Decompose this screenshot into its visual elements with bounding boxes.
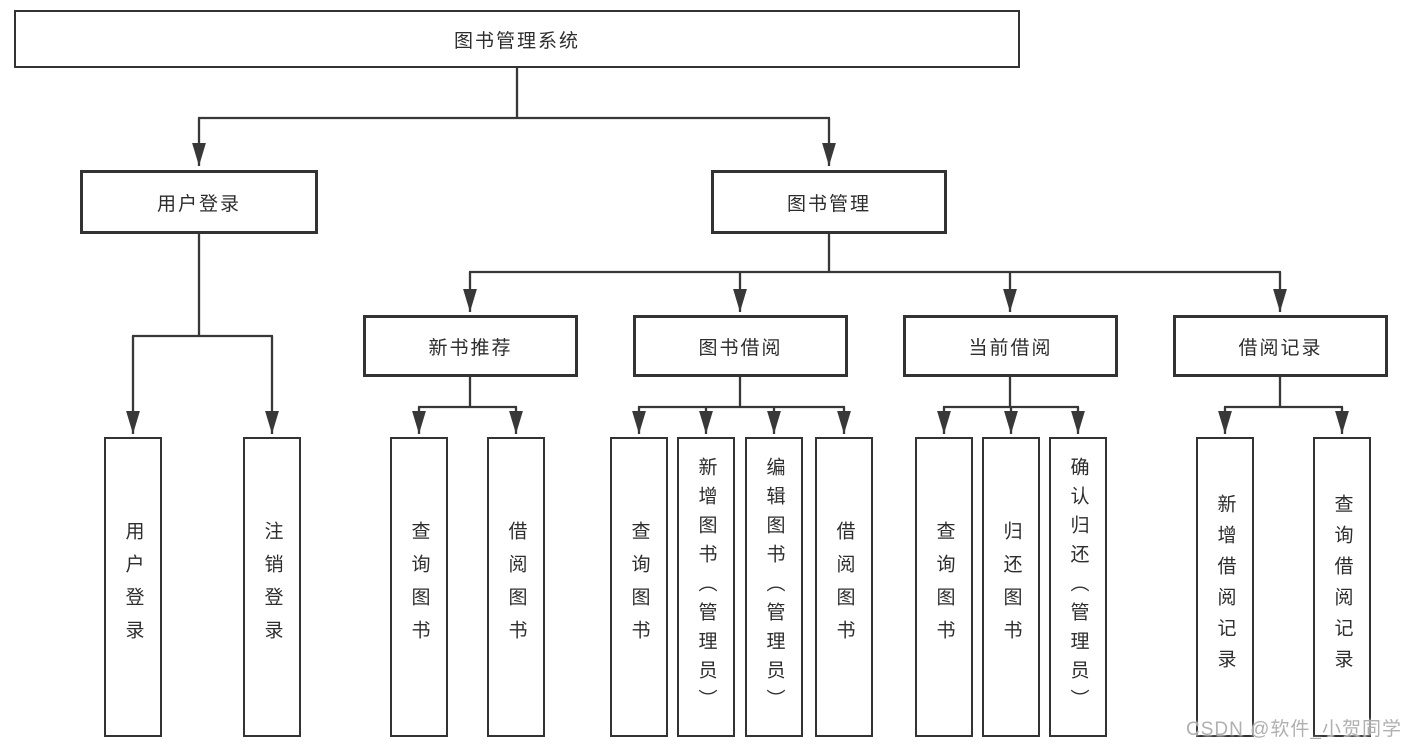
node-label: 确认归还（管理员）	[1067, 456, 1089, 718]
node-borrow-records: 借阅记录	[1173, 315, 1388, 377]
node-label: 编辑图书（管理员）	[763, 456, 785, 718]
node-book-management: 图书管理	[711, 170, 947, 234]
node-label: 借阅记录	[1238, 337, 1323, 359]
leaf-logout: 注销登录	[243, 437, 301, 737]
node-label: 查询图书	[933, 521, 955, 653]
leaf-add-borrow-record: 新增借阅记录	[1196, 437, 1254, 737]
watermark: CSDN @软件_小贺同学	[1186, 719, 1402, 740]
node-label: 查询借阅记录	[1331, 494, 1353, 680]
node-label: 借阅图书	[833, 521, 855, 653]
node-label: 新增借阅记录	[1214, 494, 1236, 680]
node-label: 图书借阅	[698, 337, 783, 359]
node-label: 归还图书	[1000, 521, 1022, 653]
leaf-return-books: 归还图书	[982, 437, 1040, 737]
leaf-user-login: 用户登录	[104, 437, 162, 737]
leaf-query-books: 查询图书	[390, 437, 448, 737]
leaf-confirm-return-admin: 确认归还（管理员）	[1049, 437, 1107, 737]
node-label: 图书管理系统	[453, 30, 580, 52]
node-label: 用户登录	[122, 521, 144, 653]
node-library-management-system: 图书管理系统	[14, 10, 1020, 68]
leaf-borrow-books: 借阅图书	[487, 437, 545, 737]
node-label: 当前借阅	[968, 337, 1053, 359]
node-label: 图书管理	[786, 193, 871, 215]
node-label: 新增图书（管理员）	[695, 456, 717, 718]
node-book-borrow: 图书借阅	[633, 315, 848, 377]
node-user-login: 用户登录	[80, 170, 318, 234]
leaf-query-borrow-record: 查询借阅记录	[1313, 437, 1371, 737]
node-current-borrow: 当前借阅	[903, 315, 1118, 377]
leaf-add-books-admin: 新增图书（管理员）	[677, 437, 735, 737]
leaf-edit-books-admin: 编辑图书（管理员）	[745, 437, 803, 737]
node-new-book-recommend: 新书推荐	[363, 315, 578, 377]
leaf-borrow-books: 借阅图书	[815, 437, 873, 737]
node-label: 查询图书	[628, 521, 650, 653]
node-label: 查询图书	[408, 521, 430, 653]
node-label: 新书推荐	[428, 337, 513, 359]
node-label: 用户登录	[156, 193, 241, 215]
leaf-query-books: 查询图书	[610, 437, 668, 737]
leaf-query-books: 查询图书	[915, 437, 973, 737]
node-label: 注销登录	[261, 521, 283, 653]
node-label: 借阅图书	[505, 521, 527, 653]
